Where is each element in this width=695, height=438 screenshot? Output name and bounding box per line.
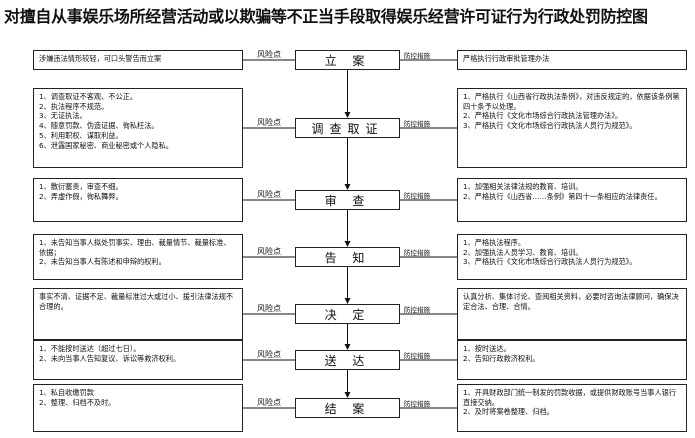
risk-label: 风险点 (257, 398, 281, 407)
prevention-box: 1、严格执法程序。 2、加强执法人员学习、教育、培训。 3、严格执行《文化市场综… (457, 234, 687, 280)
process-step: 送 达 (295, 350, 400, 370)
prevention-label: 防控措施 (404, 249, 430, 257)
risk-label: 风险点 (257, 350, 281, 359)
risk-box: 1、不能按时送达（超过七日）。 2、未向当事人告知复议、诉讼等救济权利。 (33, 340, 243, 380)
risk-label: 风险点 (257, 304, 281, 313)
risk-box: 1、调查取证不客观、不公正。 2、执法程序不规范。 3、无证执法。 4、随意罚款… (33, 88, 243, 168)
prevention-box: 严格执行行政审批管理办法 (457, 50, 687, 70)
process-step: 告 知 (295, 247, 400, 267)
risk-box: 事实不清、证据不足、裁量标准过大或过小、援引法律法规不合理的。 (33, 288, 243, 340)
risk-box: 涉嫌违法情形较轻，可口头警告而立案 (33, 50, 243, 70)
risk-box: 1、未告知当事人拟处罚事实、理由、裁量情节、裁量标准、依据； 2、未告知当事人有… (33, 234, 243, 280)
prevention-label: 防控措施 (404, 352, 430, 360)
process-step: 审 查 (295, 190, 400, 210)
prevention-box: 1、严格执行《山西省行政执法条例》，对违反规定的，依据该条例第四十条予以处理。 … (457, 88, 687, 168)
prevention-box: 1、按时送达。 2、告知行政救济权利。 (457, 340, 687, 380)
process-step: 结 案 (295, 398, 400, 418)
risk-label: 风险点 (257, 190, 281, 199)
prevention-label: 防控措施 (404, 400, 430, 408)
risk-box: 1、敷衍塞责，审查不细。 2、弄虚作假，徇私舞弊。 (33, 178, 243, 222)
risk-box: 1、私自收缴罚款 2、整理、归档不及时。 (33, 384, 243, 432)
page-title: 对擅自从事娱乐场所经营活动或以欺骗等不正当手段取得娱乐经营许可证行为行政处罚防控… (4, 7, 648, 26)
risk-label: 风险点 (257, 50, 281, 59)
process-step: 立 案 (295, 50, 400, 70)
prevention-box: 1、加强相关法律法规的教育、培训。 2、严格执行《山西省……条例》第四十一条相应… (457, 178, 687, 222)
prevention-label: 防控措施 (404, 192, 430, 200)
prevention-box: 认真分析、集体讨论、查阅相关资料，必要时咨询法律顾问，确保决定合法、合理、合情。 (457, 288, 687, 340)
prevention-label: 防控措施 (404, 306, 430, 314)
risk-label: 风险点 (257, 118, 281, 127)
prevention-label: 防控措施 (404, 52, 430, 60)
risk-label: 风险点 (257, 247, 281, 256)
prevention-label: 防控措施 (404, 120, 430, 128)
prevention-box: 1、开具财政部门统一制发的罚款收据，或提供财政账号当事人银行直接交纳。 2、及时… (457, 384, 687, 432)
process-step: 调查取证 (295, 118, 400, 138)
process-step: 决 定 (295, 304, 400, 324)
